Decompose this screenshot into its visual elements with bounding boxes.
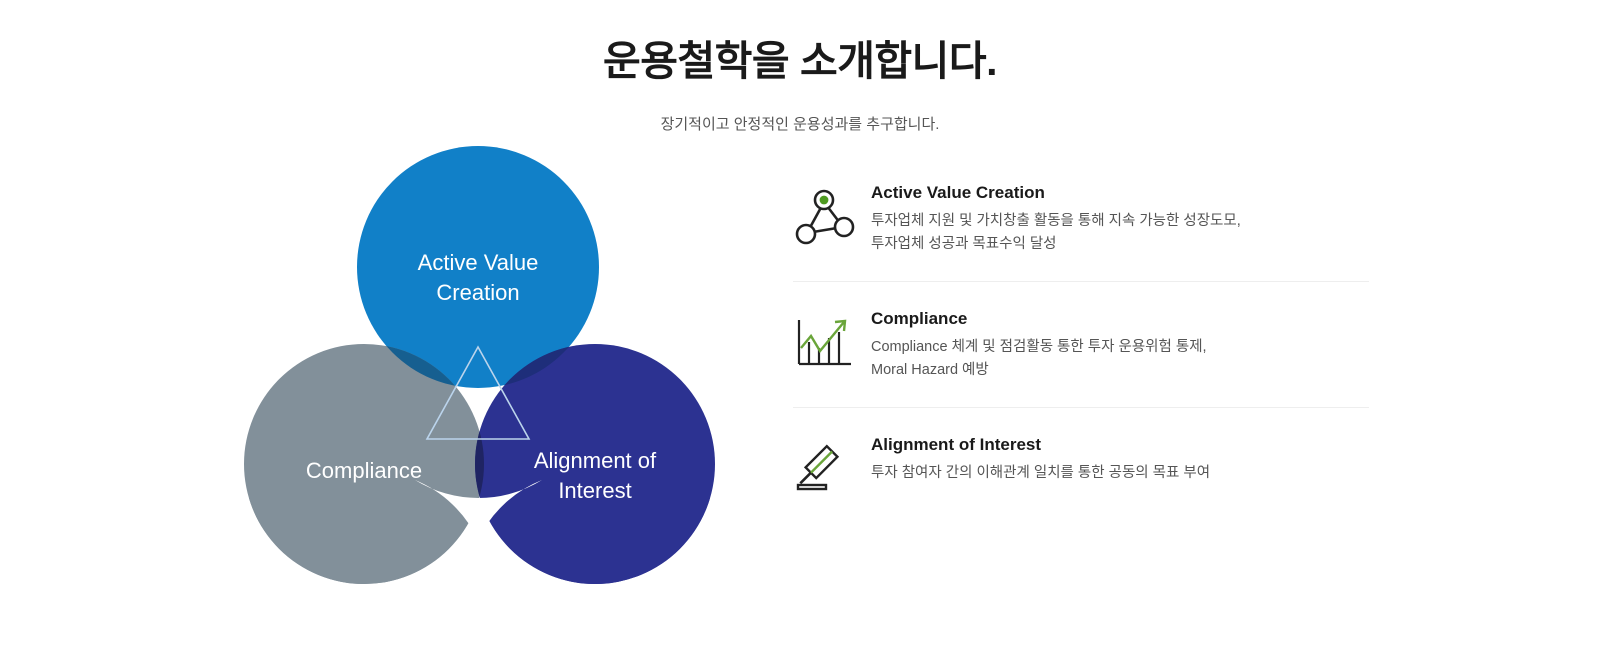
venn-label-active-value-creation-line2: Creation (436, 280, 519, 305)
page-header: 운용철학을 소개합니다. 장기적이고 안정적인 운용성과를 추구합니다. (0, 0, 1600, 134)
feature-item-alignment-of-interest: Alignment of Interest 투자 참여자 간의 이해관계 일치를… (793, 407, 1369, 526)
growth-chart-icon (793, 308, 871, 374)
content-area: Active Value Creation Compliance Alignme… (0, 134, 1600, 634)
venn-label-alignment-of-interest-line2: Interest (558, 478, 631, 503)
feature-title: Alignment of Interest (871, 435, 1042, 455)
venn-label-compliance: Compliance (306, 458, 422, 483)
feature-title: Compliance (871, 309, 968, 329)
feature-text: Compliance Compliance 체계 및 점검활동 통한 투자 운용… (871, 308, 1369, 381)
feature-description: Compliance 체계 및 점검활동 통한 투자 운용위험 통제, Mora… (871, 339, 1207, 378)
network-nodes-icon (793, 182, 871, 248)
venn-diagram-svg: Active Value Creation Compliance Alignme… (244, 146, 715, 585)
gavel-icon (793, 434, 871, 500)
feature-description: 투자업체 지원 및 가치창출 활동을 통해 지속 가능한 성장도모, 투자업체 … (871, 213, 1241, 252)
venn-gray-over-blue (244, 498, 484, 585)
page-title: 운용철학을 소개합니다. (603, 38, 997, 84)
page-subtitle: 장기적이고 안정적인 운용성과를 추구합니다. (660, 116, 940, 134)
venn-center-gap (415, 480, 542, 541)
venn-center-triangle (425, 345, 531, 441)
feature-item-compliance: Compliance Compliance 체계 및 점검활동 통한 투자 운용… (793, 281, 1369, 407)
feature-text: Active Value Creation 투자업체 지원 및 가치창출 활동을… (871, 182, 1369, 255)
feature-title: Active Value Creation (871, 183, 1045, 203)
venn-circle-active-value-creation (357, 146, 599, 389)
feature-text: Alignment of Interest 투자 참여자 간의 이해관계 일치를… (871, 434, 1369, 485)
feature-item-active-value-creation: Active Value Creation 투자업체 지원 및 가치창출 활동을… (793, 182, 1369, 281)
venn-diagram: Active Value Creation Compliance Alignme… (230, 142, 740, 612)
feature-list: Active Value Creation 투자업체 지원 및 가치창출 활동을… (793, 182, 1369, 526)
venn-label-active-value-creation-line1: Active Value (418, 250, 539, 275)
venn-label-alignment-of-interest-line1: Alignment of (534, 448, 657, 473)
feature-description: 투자 참여자 간의 이해관계 일치를 통한 공동의 목표 부여 (871, 465, 1211, 482)
